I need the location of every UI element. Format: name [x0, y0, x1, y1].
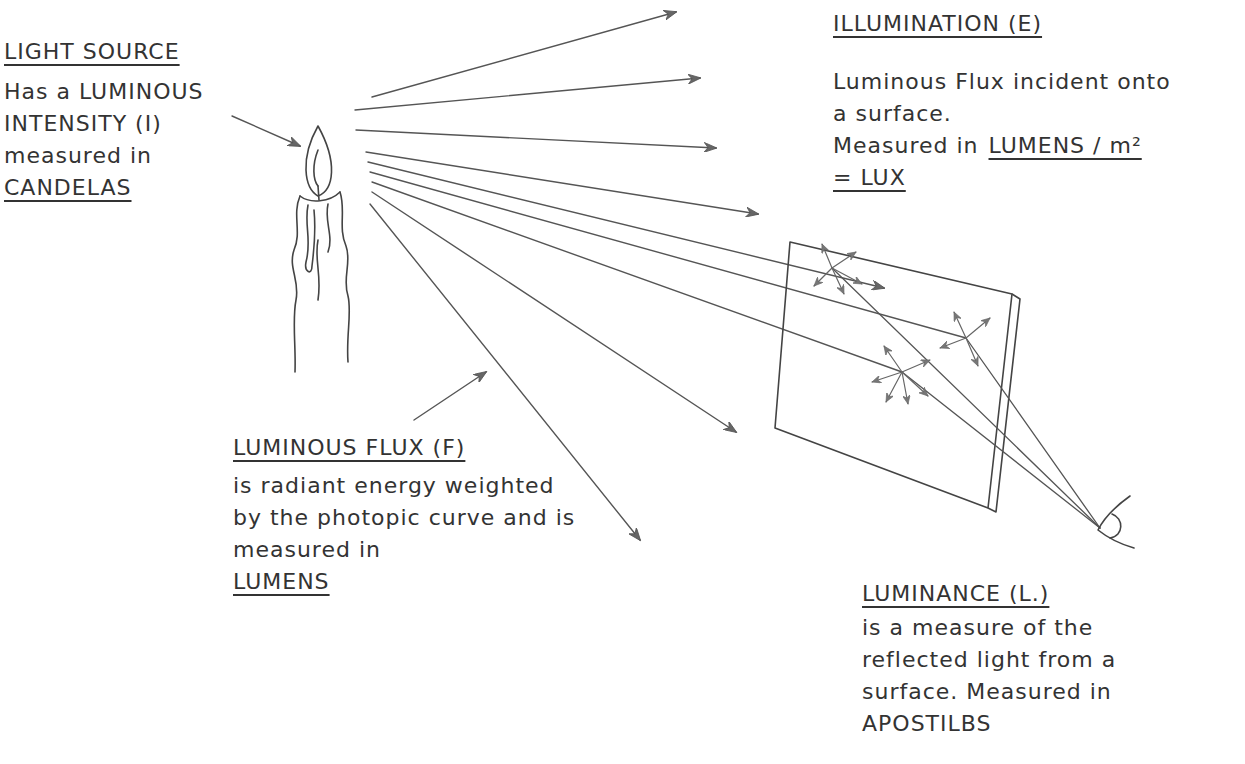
- heading-label: ILLUMINATION (E): [833, 8, 1042, 40]
- body-text: Measured in: [833, 130, 979, 162]
- heading-label: LUMINOUS FLUX (F): [233, 432, 465, 464]
- light-ray: [356, 130, 716, 148]
- light-ray: [366, 152, 758, 214]
- heading-label: LIGHT SOURCE: [4, 36, 180, 68]
- reflected-ray: [832, 268, 1100, 528]
- candle-right: [340, 192, 349, 362]
- scatter-arrow: [884, 346, 902, 372]
- scatter-arrow: [940, 338, 966, 348]
- eye-pupil: [1110, 514, 1121, 538]
- leader-line: [232, 116, 300, 146]
- scatter-arrow: [822, 244, 832, 268]
- candle-wick: [318, 186, 319, 200]
- unit-label: = LUX: [833, 162, 906, 194]
- body-text: is radiant energy weighted by the photop…: [233, 470, 578, 566]
- scatter-arrow: [886, 372, 902, 402]
- body-text: is a measure of the reflected light from…: [862, 612, 1207, 740]
- scatter-arrow: [966, 338, 978, 366]
- body-text: Has a LUMINOUS INTENSITY (I) measured in: [4, 76, 266, 172]
- scatter-arrow: [902, 372, 908, 404]
- leader-line: [414, 372, 486, 420]
- scatter-arrow: [966, 318, 990, 338]
- candle-drip: [327, 204, 330, 252]
- scatter-arrow: [832, 252, 856, 268]
- unit-label: LUMENS / m²: [989, 130, 1142, 162]
- candle-drip: [306, 205, 315, 272]
- panel-edge: [988, 294, 1020, 512]
- scatter-arrow: [832, 268, 844, 294]
- unit-label: CANDELAS: [4, 172, 132, 204]
- body-text: Luminous Flux incident onto a surface.: [833, 66, 1193, 130]
- light-ray: [355, 78, 700, 110]
- reflected-ray: [966, 338, 1100, 528]
- heading-label: LUMINANCE (L.): [862, 578, 1049, 610]
- scatter-arrow: [902, 360, 930, 372]
- candle-left: [292, 196, 300, 372]
- light-ray: [370, 172, 966, 338]
- candle-top: [300, 192, 340, 201]
- scatter-arrow: [814, 268, 832, 286]
- candle-drip: [317, 240, 319, 300]
- light-ray: [368, 162, 884, 288]
- scatter-arrow: [832, 268, 862, 284]
- surface-panel: [775, 242, 1012, 508]
- light-ray: [372, 182, 902, 372]
- scatter-arrow: [954, 312, 966, 338]
- flame-inner: [314, 150, 318, 186]
- candle-flame: [306, 126, 332, 196]
- eye-outline: [1098, 496, 1134, 548]
- reflected-ray: [902, 372, 1100, 528]
- unit-label: LUMENS: [233, 566, 330, 598]
- light-ray: [372, 192, 736, 432]
